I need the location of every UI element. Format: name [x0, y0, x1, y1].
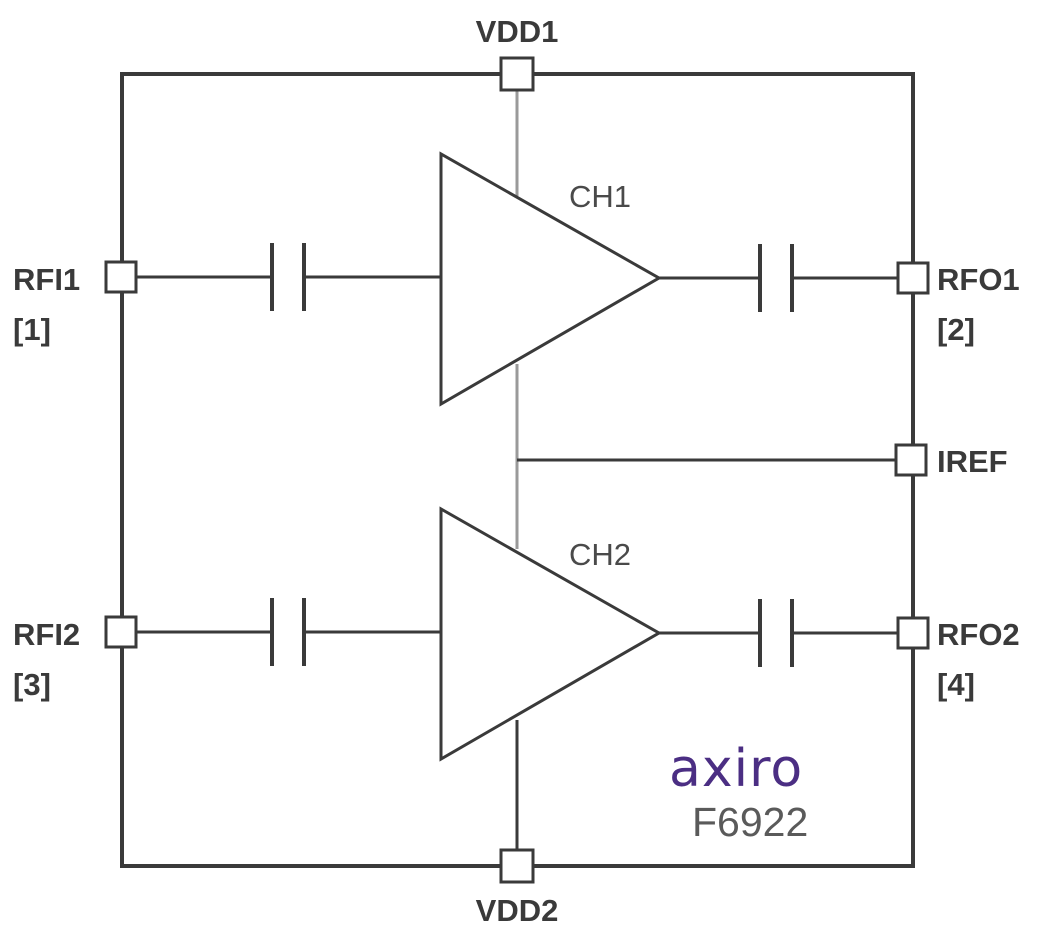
rfo1-pin-number: [2]	[937, 312, 975, 347]
rfo2-pin-pad	[896, 616, 930, 650]
rfo2-pin-number: [4]	[937, 667, 975, 702]
ch1-amplifier	[439, 151, 663, 407]
rfo2-label: RFO2	[937, 617, 1020, 652]
rfo1-label: RFO1	[937, 262, 1020, 297]
rfo1-pin-pad	[896, 261, 930, 295]
vdd2-label: VDD2	[476, 893, 559, 928]
ch1-label: CH1	[569, 179, 631, 214]
rfi1-pin-pad	[104, 260, 138, 294]
rfi2-pin-pad	[104, 615, 138, 649]
vdd1-label: VDD1	[476, 14, 559, 49]
ch2-amplifier	[439, 506, 663, 762]
brand-logo: axiro	[669, 739, 803, 799]
ch2-label: CH2	[569, 537, 631, 572]
rfi1-label: RFI1	[13, 262, 80, 297]
iref-label: IREF	[937, 444, 1008, 479]
rfi1-pin-number: [1]	[13, 312, 51, 347]
rfi2-label: RFI2	[13, 617, 80, 652]
part-number: F6922	[692, 799, 808, 845]
vdd1-pin-pad	[499, 56, 535, 92]
vdd2-pin-pad	[499, 848, 535, 884]
iref-pin-pad	[894, 443, 928, 477]
rfi2-pin-number: [3]	[13, 667, 51, 702]
